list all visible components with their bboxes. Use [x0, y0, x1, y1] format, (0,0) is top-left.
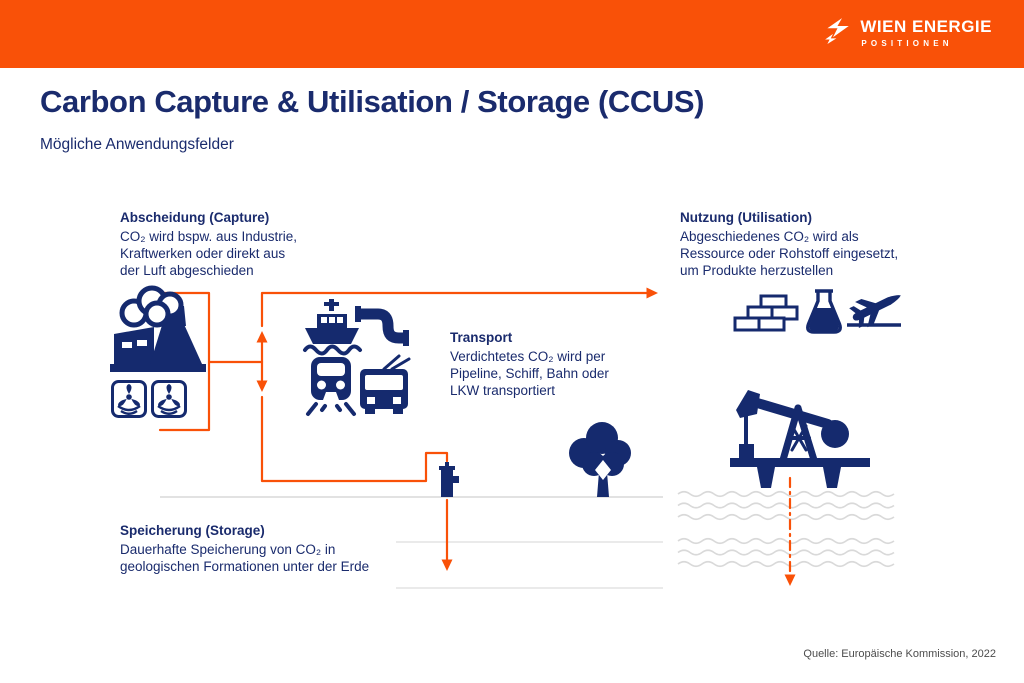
transport-text-block: Transport Verdichtetes CO₂ wird per Pipe… — [450, 330, 660, 400]
utilisation-text-block: Nutzung (Utilisation) Abgeschiedenes CO₂… — [680, 210, 930, 280]
to-storage-line — [260, 395, 449, 483]
pipeline-icon — [355, 306, 409, 346]
dac-fan-icon — [111, 380, 147, 418]
flow-connectors — [158, 287, 796, 586]
storage-text-block: Speicherung (Storage) Dauerhafte Speiche… — [120, 523, 420, 575]
storage-heading: Speicherung (Storage) — [120, 523, 265, 538]
factory-icon — [110, 285, 206, 372]
brand-text: WIEN ENERGIE POSITIONEN — [860, 17, 992, 48]
train-icon — [306, 357, 356, 416]
storage-body: Dauerhafte Speicherung von CO₂ in geolog… — [120, 542, 370, 575]
capture-heading: Abscheidung (Capture) — [120, 210, 270, 225]
utilisation-body: Abgeschiedenes CO₂ wird als Ressource od… — [680, 229, 899, 279]
source-note: Quelle: Europäische Kommission, 2022 — [803, 648, 996, 660]
page-title: Carbon Capture & Utilisation / Storage (… — [40, 84, 705, 119]
water-waves — [677, 490, 895, 568]
header-bar: WIEN ENERGIE POSITIONEN — [0, 0, 1024, 68]
capture-body: CO₂ wird bspw. aus Industrie, Kraftwerke… — [120, 229, 298, 279]
to-utilisation-line — [260, 291, 650, 328]
tree-icon — [569, 422, 631, 497]
brand-name: WIEN ENERGIE — [860, 17, 992, 36]
pumpjack-icon — [730, 390, 870, 488]
dac-fan-icon — [151, 380, 187, 418]
underground-strata — [160, 496, 663, 589]
arrowheads — [256, 287, 796, 586]
trolleybus-icon — [360, 354, 411, 414]
brand-subtitle: POSITIONEN — [861, 39, 953, 48]
airplane-icon — [847, 295, 901, 329]
wien-energie-flash-icon — [825, 18, 850, 44]
page-subtitle: Mögliche Anwendungsfelder — [40, 136, 234, 153]
brand-logo: WIEN ENERGIE POSITIONEN — [824, 17, 992, 48]
transport-body: Verdichtetes CO₂ wird per Pipeline, Schi… — [450, 349, 609, 399]
utilisation-heading: Nutzung (Utilisation) — [680, 210, 812, 225]
flask-icon — [806, 289, 842, 334]
capture-text-block: Abscheidung (Capture) CO₂ wird bspw. aus… — [120, 210, 350, 280]
transport-heading: Transport — [450, 330, 513, 345]
bricks-icon — [733, 294, 799, 332]
ship-icon — [303, 299, 362, 356]
injection-well-icon — [439, 462, 459, 497]
